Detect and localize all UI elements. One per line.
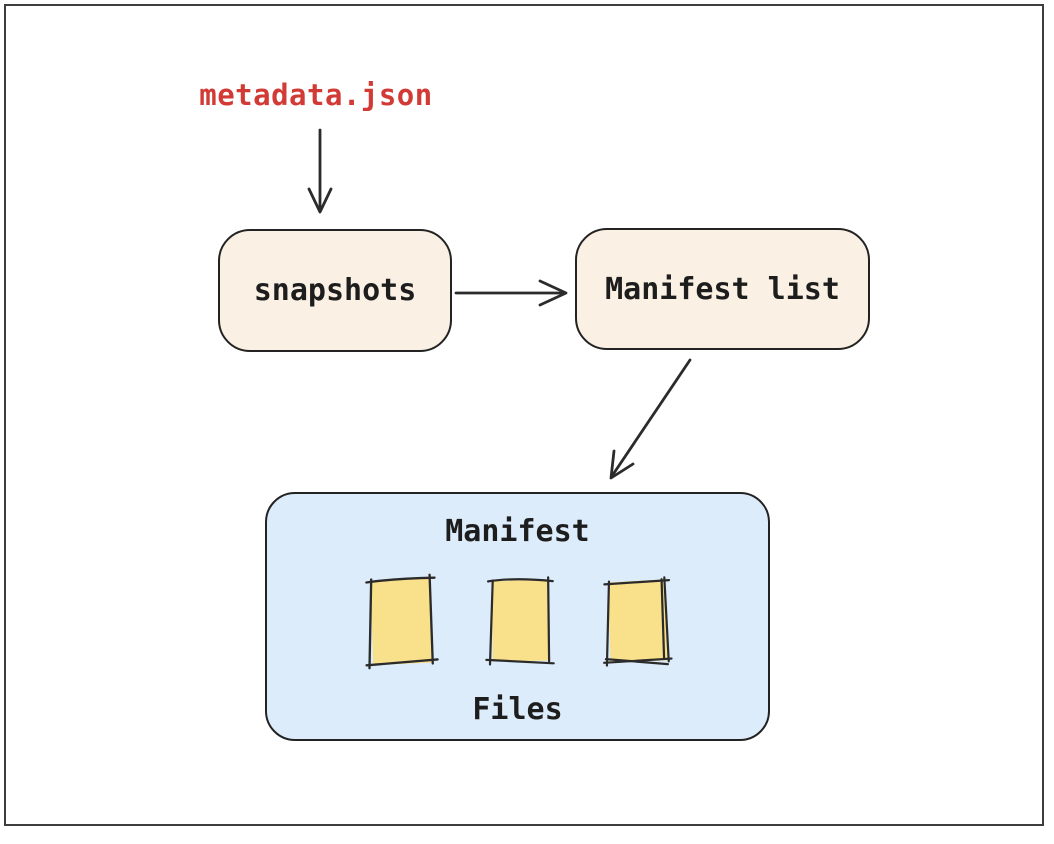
file-icon — [364, 573, 439, 669]
file-icon — [484, 576, 555, 666]
metadata-json-label: metadata.json — [199, 78, 433, 112]
snapshots-node: snapshots — [218, 229, 452, 352]
manifest-title: Manifest — [445, 514, 590, 549]
manifest-file-icons-row — [363, 573, 673, 669]
manifest-list-node: Manifest list — [575, 228, 870, 350]
snapshots-node-label: snapshots — [253, 273, 417, 308]
manifest-container: Manifest — [265, 492, 770, 741]
file-icon — [602, 575, 673, 667]
manifest-list-node-label: Manifest list — [605, 271, 840, 307]
files-label: Files — [472, 692, 563, 727]
